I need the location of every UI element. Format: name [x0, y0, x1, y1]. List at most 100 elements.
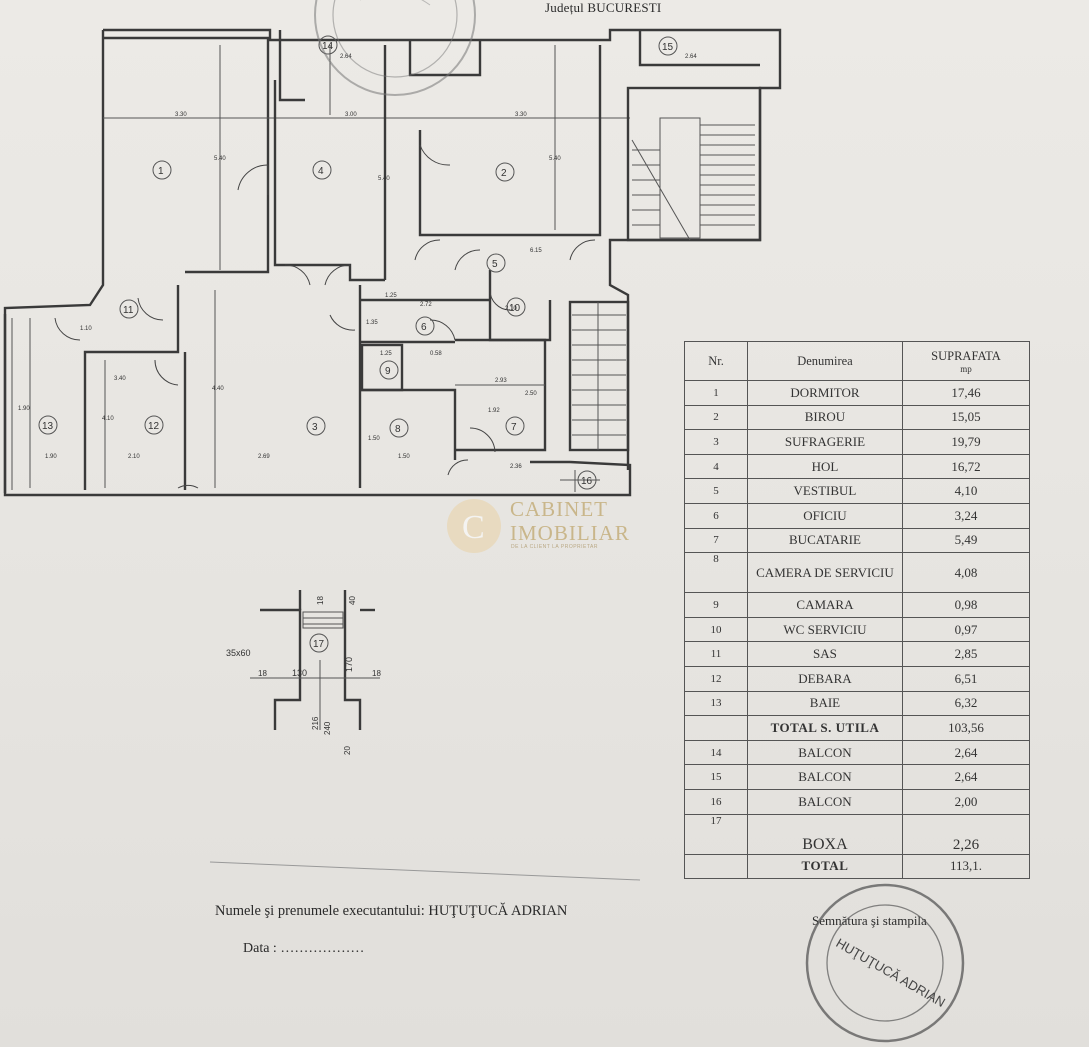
room-number: 4 [318, 166, 324, 177]
row-name: CAMERA DE SERVICIU [747, 552, 903, 594]
dimension-label: 2.93 [495, 378, 507, 384]
row-area: 17,46 [901, 380, 1031, 406]
executant-name: Numele şi prenumele executantului: HUŢUŢ… [215, 903, 568, 919]
dimension-label: 5.40 [214, 156, 226, 162]
official-stamp: HUŢUŢUCĂ ADRIAN [805, 883, 965, 1043]
row-area: 4,08 [901, 552, 1031, 594]
plan-doors [54, 144, 596, 489]
row-nr: 4 [684, 453, 748, 480]
county-header: Județul BUCURESTI [545, 0, 662, 15]
dimension-label: 1.25 [385, 293, 397, 299]
col-name-header: Denumirea [747, 341, 903, 381]
boxa-dim: 18 [372, 669, 381, 678]
room-number: 14 [322, 41, 334, 52]
dimension-label: 3.30 [175, 112, 187, 118]
dimension-label: 1.92 [488, 408, 500, 414]
row-nr: 8 [684, 552, 748, 594]
row-nr: 3 [684, 429, 748, 455]
row-nr: 11 [684, 641, 748, 667]
dimension-label: 3.40 [114, 376, 126, 382]
boxa-dim: 20 [343, 746, 352, 755]
row-area: 103,56 [901, 715, 1031, 741]
stamp-name: HUŢUŢUCĂ ADRIAN [833, 935, 947, 1010]
row-nr: 17 [684, 813, 748, 855]
col-nr-header: Nr. [684, 341, 748, 381]
row-name: BOXA [747, 813, 903, 855]
row-area: 2,00 [901, 788, 1031, 815]
dimension-label: 1.50 [398, 454, 410, 460]
dimension-label: 1.50 [368, 436, 380, 442]
row-name: BALCON [747, 764, 903, 790]
row-area: 6,51 [901, 665, 1031, 692]
watermark-line2: IMOBILIAR [510, 521, 630, 545]
row-nr: 13 [684, 690, 748, 717]
row-name: BAIE [747, 690, 903, 717]
row-nr: 5 [684, 478, 748, 504]
watermark-tagline: DE LA CLIENT LA PROPRIETAR [511, 544, 599, 550]
dimension-label: 1.10 [80, 326, 92, 332]
row-nr: 15 [684, 764, 748, 790]
row-area: 2,64 [901, 739, 1031, 766]
row-nr: 9 [684, 592, 748, 618]
room-number: 10 [509, 303, 521, 314]
dimension-label: 1.90 [45, 454, 57, 460]
date-field: Data : ……………… [243, 941, 365, 956]
dimension-label: 2.64 [685, 54, 697, 60]
area-header-label: SUPRAFATA [931, 348, 1001, 363]
room-number: 12 [148, 421, 160, 432]
dimension-label: 2.72 [420, 302, 432, 308]
row-nr: 12 [684, 665, 748, 692]
room-number: 16 [581, 476, 593, 487]
row-name: WC SERVICIU [747, 616, 903, 643]
dimension-label: 2.10 [505, 306, 517, 312]
dimension-label: 2.10 [128, 454, 140, 460]
row-area: 2,64 [901, 764, 1031, 790]
room-numbers: 1 2 3 4 5 6 7 8 9 10 11 12 13 14 15 16 [38, 35, 678, 490]
row-name: OFICIU [747, 502, 903, 529]
row-area: 6,32 [901, 690, 1031, 717]
row-name: BIROU [747, 404, 903, 431]
svg-text:C: C [462, 509, 485, 546]
row-area: 19,79 [901, 429, 1031, 455]
dimension-label: 3.00 [345, 112, 357, 118]
dimension-label: 1.90 [18, 406, 30, 412]
plan-dimensions: 3.30 3.00 3.30 5.40 5.40 5.40 2.64 2.64 … [18, 54, 697, 470]
room-number: 7 [511, 422, 517, 433]
row-area: 4,10 [901, 478, 1031, 504]
area-unit: mp [960, 363, 972, 374]
boxa-dim: 18 [258, 669, 267, 678]
row-name: SUFRAGERIE [747, 429, 903, 455]
room-number: 1 [158, 166, 164, 177]
row-area: 2,26 [901, 813, 1031, 855]
row-name: DEBARA [747, 665, 903, 692]
boxa-number: 17 [313, 639, 325, 650]
dimension-label: 2.64 [340, 54, 352, 60]
room-number: 6 [421, 322, 427, 333]
row-name: VESTIBUL [747, 478, 903, 504]
row-name: CAMARA [747, 592, 903, 618]
room-number: 2 [501, 168, 507, 179]
boxa-dim: 216 [311, 716, 320, 730]
row-area: 16,72 [901, 453, 1031, 480]
row-nr: 1 [684, 380, 748, 406]
row-name: BALCON [747, 739, 903, 766]
boxa-dim: 130 [292, 668, 307, 678]
boxa-detail: 17 35x60 18 130 18 170 216 240 20 18 40 [226, 590, 381, 755]
dimension-label: 1.35 [366, 320, 378, 326]
row-area: 2,85 [901, 641, 1031, 667]
